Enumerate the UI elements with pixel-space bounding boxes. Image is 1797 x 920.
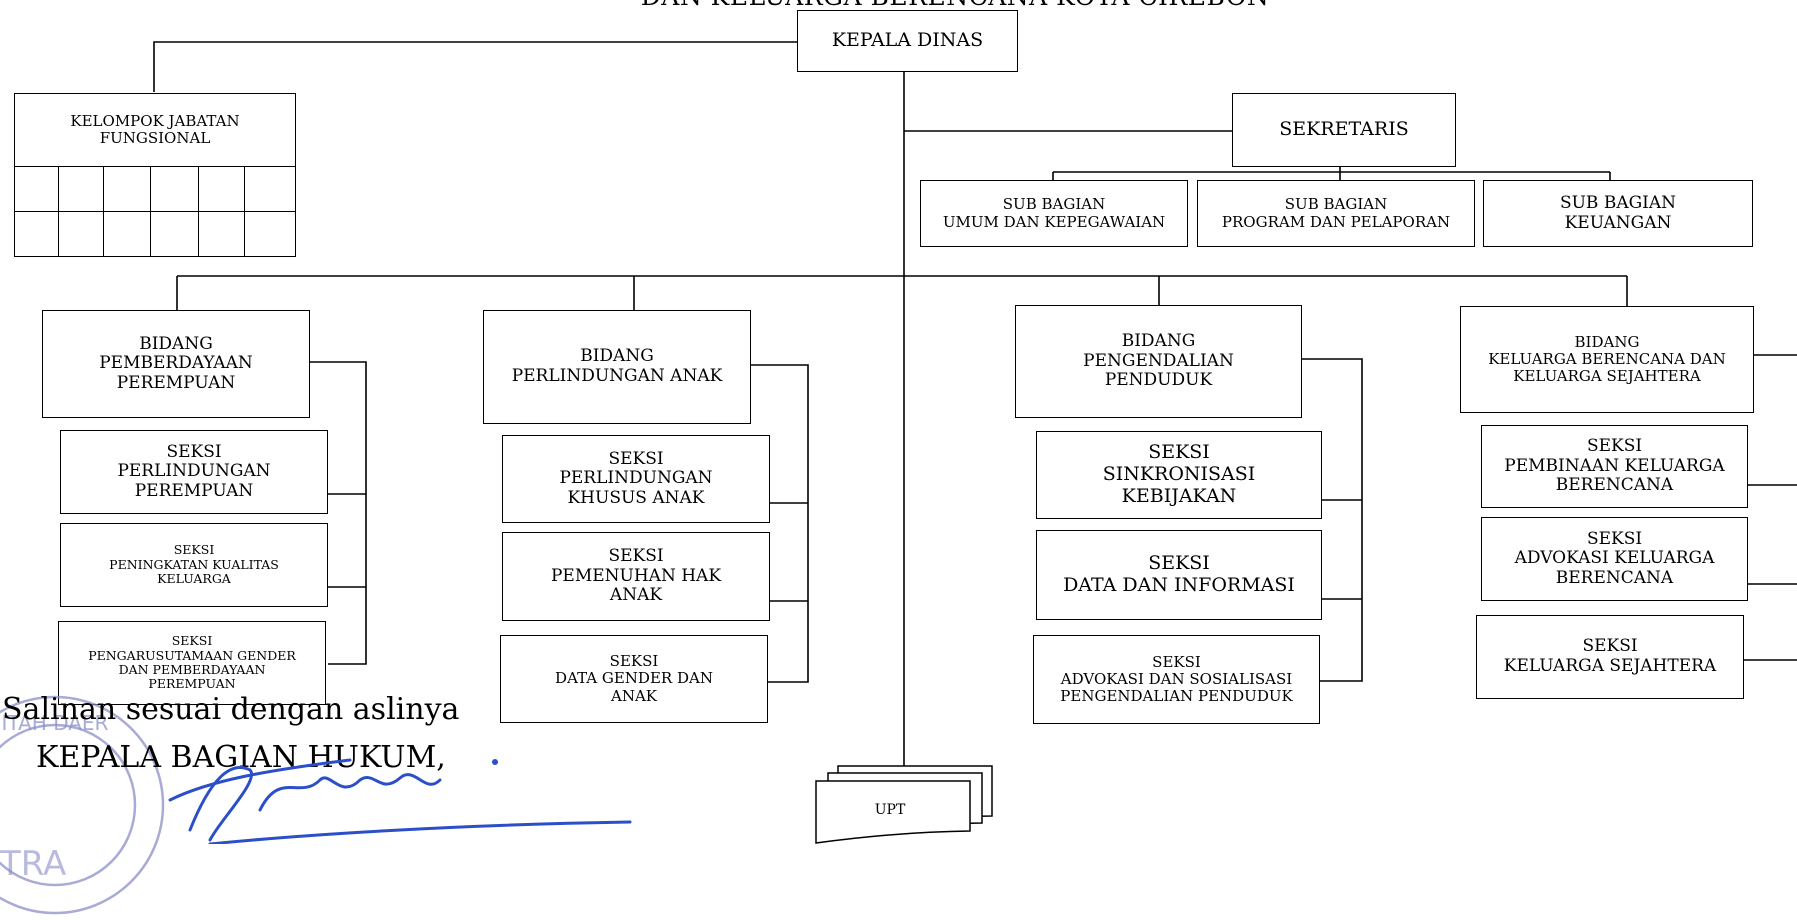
- kjf-cell: [14, 211, 59, 257]
- seksi-line: ADVOKASI KELUARGA: [1514, 548, 1715, 569]
- seksi-line: BERENCANA: [1555, 567, 1674, 588]
- kjf-cell: [58, 166, 104, 212]
- seksi-data-gender-anak-box: SEKSI DATA GENDER DAN ANAK: [500, 635, 768, 723]
- sekretaris-box: SEKRETARIS: [1232, 93, 1456, 167]
- subbagian-line: SUB BAGIAN: [1284, 195, 1388, 214]
- seksi-line: SEKSI: [1586, 436, 1643, 457]
- subbagian-line: PROGRAM DAN PELAPORAN: [1221, 212, 1451, 231]
- bidang-pengendalian-penduduk-box: BIDANG PENGENDALIAN PENDUDUK: [1015, 305, 1302, 418]
- bidang-line: BIDANG: [580, 346, 654, 367]
- seksi-line: ANAK: [609, 585, 663, 606]
- kjf-cell: [150, 211, 199, 257]
- seksi-perlindungan-khusus-anak-box: SEKSI PERLINDUNGAN KHUSUS ANAK: [502, 435, 770, 523]
- subbagian-keuangan-box: SUB BAGIAN KEUANGAN: [1483, 180, 1753, 247]
- seksi-pengarusutamaan-gender-box: SEKSI PENGARUSUTAMAAN GENDER DAN PEMBERD…: [58, 621, 326, 705]
- org-chart-connectors: [153, 41, 1797, 770]
- seksi-line: KEBIJAKAN: [1121, 484, 1237, 507]
- seksi-line: PEREMPUAN: [134, 480, 254, 501]
- bidang-line: PENDUDUK: [1104, 370, 1213, 391]
- bidang-line: PEMBERDAYAAN: [99, 353, 253, 374]
- seksi-perlindungan-perempuan-box: SEKSI PERLINDUNGAN PEREMPUAN: [60, 430, 328, 514]
- kjf-line-1: KELOMPOK JABATAN: [70, 111, 240, 130]
- kepala-dinas-box: KEPALA DINAS: [797, 10, 1018, 72]
- kjf-cell: [58, 211, 104, 257]
- bidang-line: PERLINDUNGAN ANAK: [511, 366, 723, 386]
- upt-document-stack-icon: [815, 765, 993, 844]
- seksi-advokasi-sosialisasi-box: SEKSI ADVOKASI DAN SOSIALISASI PENGENDAL…: [1033, 635, 1320, 724]
- kepala-dinas-label: KEPALA DINAS: [831, 29, 984, 52]
- subbagian-line: KEUANGAN: [1564, 212, 1672, 233]
- upt-label: UPT: [874, 802, 906, 818]
- subbagian-line: SUB BAGIAN: [1002, 195, 1106, 214]
- kjf-line-2: FUNGSIONAL: [99, 129, 211, 147]
- kjf-cell: [244, 166, 296, 212]
- bidang-line: BIDANG: [139, 333, 213, 354]
- seksi-line: SEKSI: [1148, 441, 1210, 464]
- bidang-keluarga-berencana-box: BIDANG KELUARGA BERENCANA DAN KELUARGA S…: [1460, 306, 1754, 413]
- seksi-line: SEKSI: [171, 633, 213, 649]
- seksi-pembinaan-keluarga-berencana-box: SEKSI PEMBINAAN KELUARGA BERENCANA: [1481, 425, 1748, 508]
- seksi-data-informasi-box: SEKSI DATA DAN INFORMASI: [1036, 530, 1322, 620]
- seksi-line: ANAK: [611, 686, 657, 705]
- kjf-cell: [244, 211, 296, 257]
- seksi-line: PEREMPUAN: [148, 676, 236, 692]
- bidang-line: BIDANG: [1121, 331, 1196, 352]
- seksi-sinkronisasi-kebijakan-box: SEKSI SINKRONISASI KEBIJAKAN: [1036, 431, 1322, 519]
- seksi-pemenuhan-hak-anak-box: SEKSI PEMENUHAN HAK ANAK: [502, 532, 770, 621]
- seksi-line: PENGARUSUTAMAAN GENDER: [88, 647, 296, 663]
- seksi-line: BERENCANA: [1555, 475, 1674, 496]
- kjf-cell: [14, 166, 59, 212]
- subbagian-program-box: SUB BAGIAN PROGRAM DAN PELAPORAN: [1197, 180, 1475, 247]
- kjf-cell: [198, 166, 245, 212]
- seksi-line: PENGENDALIAN PENDUDUK: [1060, 687, 1293, 706]
- attestation-line-1: Salinan sesuai dengan aslinya: [2, 692, 460, 727]
- bidang-line: PEREMPUAN: [116, 372, 236, 393]
- svg-text:TRA: TRA: [0, 844, 66, 884]
- seksi-line: SEKSI: [1148, 552, 1210, 575]
- seksi-line: SEKSI: [1586, 528, 1643, 549]
- page-title-partial: DAN KELUARGA BERENCANA KOTA CIREBON: [555, 0, 1355, 11]
- seksi-line: SEKSI: [173, 542, 215, 558]
- seksi-line: SINKRONISASI: [1102, 463, 1256, 486]
- kjf-cell: [150, 166, 199, 212]
- bidang-perlindungan-anak-box: BIDANG PERLINDUNGAN ANAK: [483, 310, 751, 424]
- seksi-line: PEMENUHAN HAK: [550, 565, 722, 586]
- seksi-line: KELUARGA SEJAHTERA: [1503, 656, 1717, 676]
- kjf-cell: [103, 166, 151, 212]
- seksi-line: KELUARGA: [157, 571, 231, 587]
- seksi-peningkatan-kualitas-keluarga-box: SEKSI PENINGKATAN KUALITAS KELUARGA: [60, 523, 328, 607]
- seksi-line: KHUSUS ANAK: [567, 487, 705, 508]
- bidang-line: KELUARGA SEJAHTERA: [1513, 367, 1701, 386]
- kjf-cell: [103, 211, 151, 257]
- bidang-line: KELUARGA BERENCANA DAN: [1488, 349, 1726, 368]
- seksi-line: PERLINDUNGAN: [117, 461, 271, 482]
- seksi-line: SEKSI: [609, 652, 659, 671]
- seksi-line: DATA GENDER DAN: [555, 669, 713, 688]
- seksi-line: SEKSI: [166, 441, 222, 462]
- seksi-advokasi-keluarga-berencana-box: SEKSI ADVOKASI KELUARGA BERENCANA: [1481, 517, 1748, 601]
- subbagian-umum-box: SUB BAGIAN UMUM DAN KEPEGAWAIAN: [920, 180, 1188, 247]
- subbagian-line: UMUM DAN KEPEGAWAIAN: [942, 212, 1166, 231]
- seksi-line: SEKSI: [608, 448, 664, 469]
- bidang-line: PENGENDALIAN: [1083, 350, 1234, 371]
- handwritten-signature-icon: [168, 758, 632, 844]
- bidang-pemberdayaan-perempuan-box: BIDANG PEMBERDAYAAN PEREMPUAN: [42, 310, 310, 418]
- seksi-line: PERLINDUNGAN: [559, 468, 713, 489]
- seksi-line: SEKSI: [1152, 652, 1201, 671]
- subbagian-line: SUB BAGIAN: [1559, 192, 1677, 213]
- kelompok-jabatan-fungsional-box: KELOMPOK JABATAN FUNGSIONAL: [14, 93, 296, 167]
- seksi-line: PEMBINAAN KELUARGA: [1504, 455, 1725, 476]
- seksi-line: SEKSI: [608, 546, 664, 567]
- seksi-line: PENINGKATAN KUALITAS: [109, 556, 279, 572]
- svg-text:ITAH DAER: ITAH DAER: [2, 711, 109, 735]
- seksi-line: DATA DAN INFORMASI: [1063, 574, 1295, 596]
- seksi-line: ADVOKASI DAN SOSIALISASI: [1060, 669, 1293, 688]
- seksi-keluarga-sejahtera-box: SEKSI KELUARGA SEJAHTERA: [1476, 615, 1744, 699]
- sekretaris-label: SEKRETARIS: [1279, 118, 1409, 141]
- seksi-line: DAN PEMBERDAYAAN: [118, 662, 266, 677]
- attestation-line-2: KEPALA BAGIAN HUKUM,: [36, 740, 446, 775]
- seksi-line: SEKSI: [1582, 636, 1638, 657]
- kjf-cell: [198, 211, 245, 257]
- bidang-line: BIDANG: [1574, 332, 1640, 351]
